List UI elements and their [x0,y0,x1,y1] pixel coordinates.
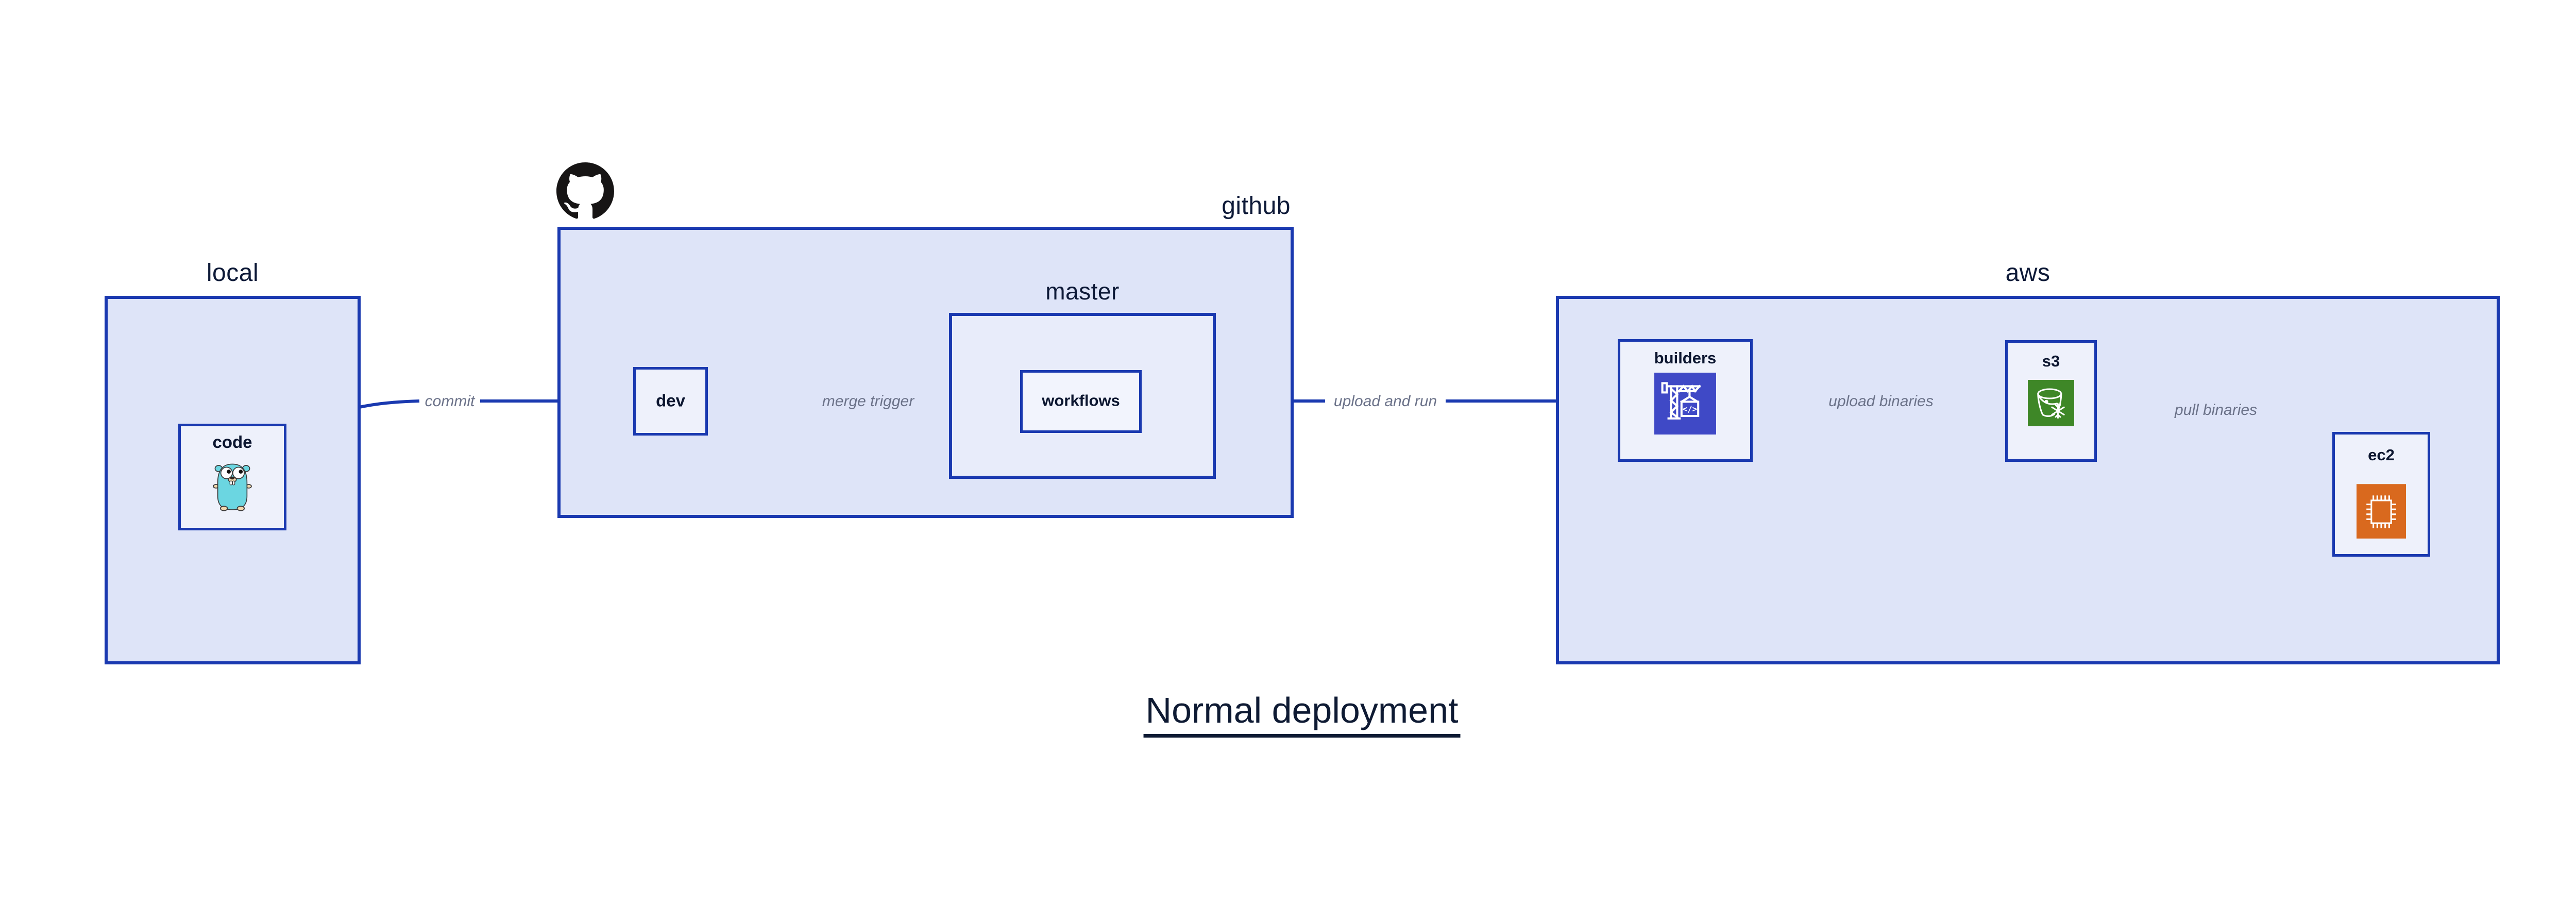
container-label-master: master [1045,278,1120,305]
node-ec2: ec2 [2332,432,2430,557]
edge-label-pull-binaries: pull binaries [2174,402,2258,419]
node-label-ec2: ec2 [2368,446,2395,464]
container-label-github: github [1222,192,1291,220]
node-label-code: code [212,432,252,452]
node-label-workflows: workflows [1042,391,1120,410]
edge-label-merge-trigger: merge trigger [822,393,914,410]
edge-label-upload-and-run: upload and run [1333,393,1437,410]
node-builders: builders </> [1618,339,1753,462]
aws-s3-glacier-icon [2028,380,2074,426]
aws-codebuild-icon: </> [1654,373,1716,435]
container-label-local: local [206,259,259,287]
container-label-aws: aws [2005,259,2050,287]
node-s3: s3 [2005,340,2097,462]
node-workflows: workflows [1020,370,1142,433]
node-label-builders: builders [1654,349,1717,367]
go-gopher-icon [213,463,252,511]
github-octocat-icon [556,162,614,219]
svg-text:</>: </> [1683,405,1697,414]
node-dev: dev [633,367,708,436]
node-label-s3: s3 [2042,352,2060,370]
node-label-dev: dev [656,390,685,410]
edge-label-commit: commit [425,393,475,410]
edge-label-upload-binaries: upload binaries [1828,393,1934,410]
aws-ec2-icon [2357,484,2406,539]
node-code: code [178,424,286,530]
page-title: Normal deployment [1143,690,1461,738]
